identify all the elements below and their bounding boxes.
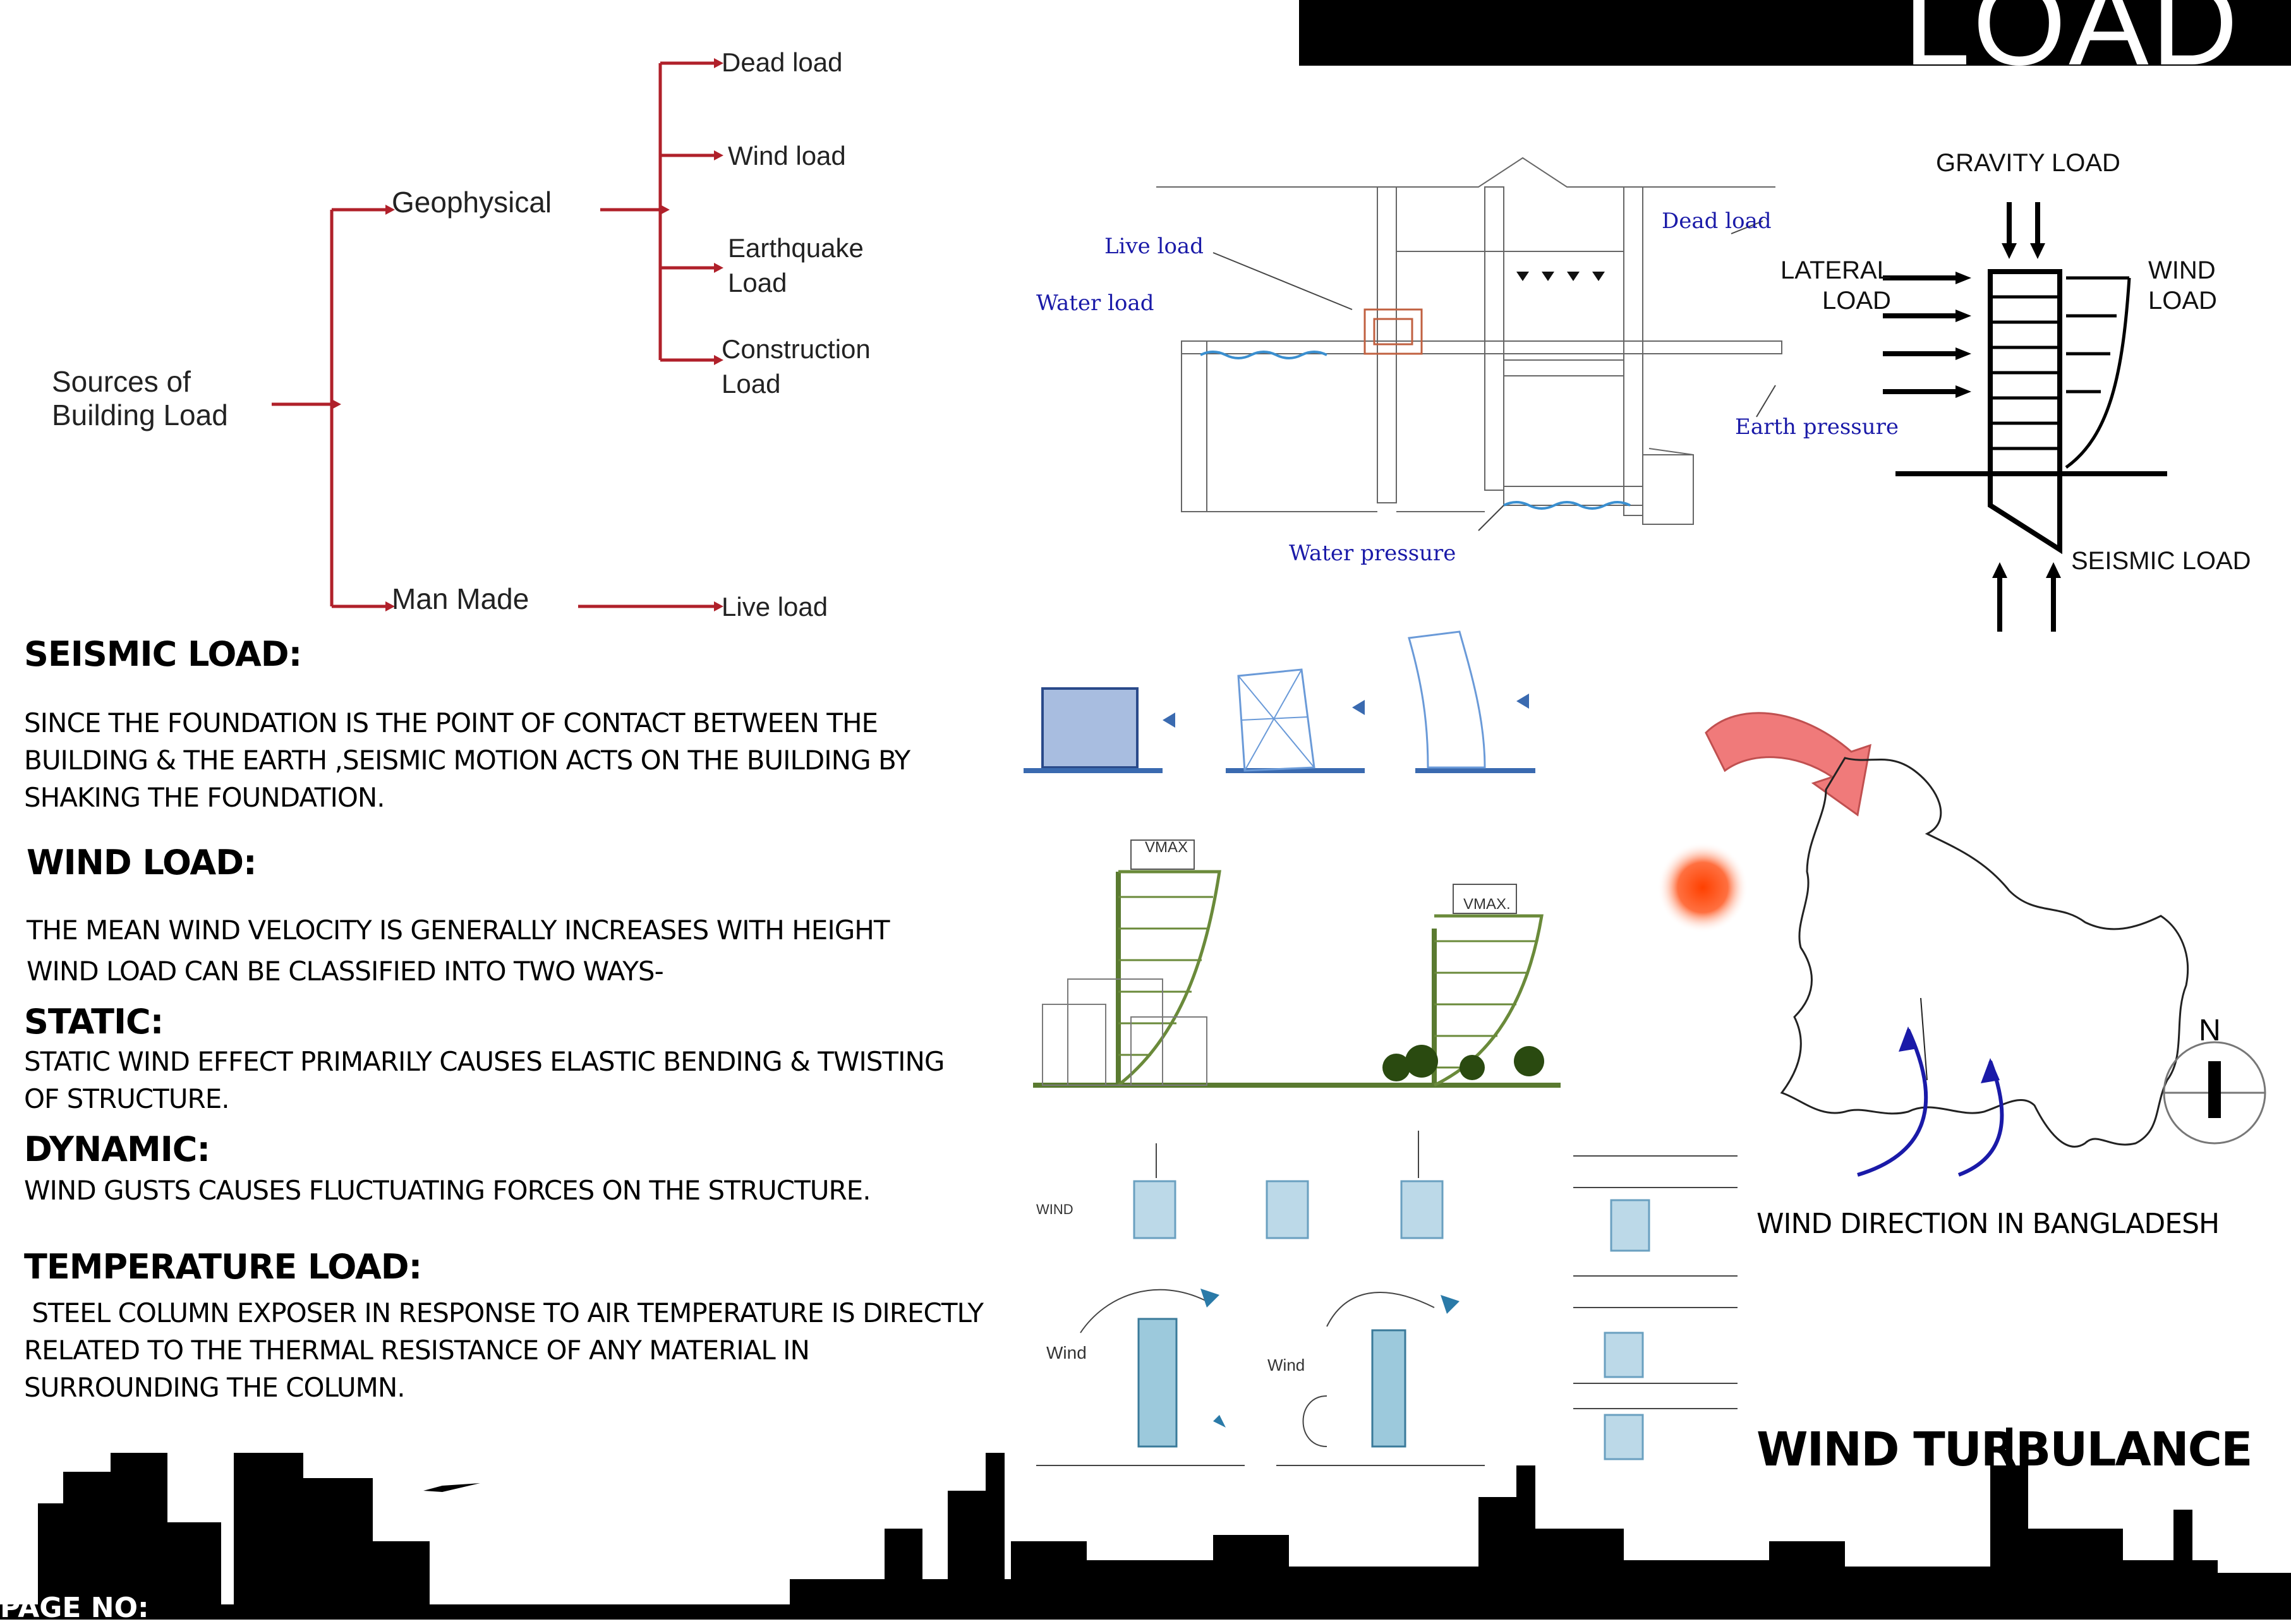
tree-leaf-live-load: Live load <box>722 592 828 622</box>
title-bar: LOAD <box>1299 0 2291 66</box>
compass-icon <box>2163 1041 2266 1145</box>
tree-branch-man-made: Man Made <box>392 582 529 615</box>
load-types-drawing <box>1883 202 2167 632</box>
building-section-drawing <box>1156 157 1782 531</box>
wind-heading: WIND LOAD: <box>27 843 257 882</box>
wind-text: THE MEAN WIND VELOCITY IS GENERALLY INCR… <box>27 915 890 987</box>
water-pressure-label: Water pressure <box>1289 541 1456 566</box>
map-caption: WIND DIRECTION IN BANGLADESH <box>1756 1208 2220 1240</box>
seismic-load-label: SEISMIC LOAD <box>2071 547 2251 575</box>
temperature-text: STEEL COLUMN EXPOSER IN RESPONSE TO AIR … <box>24 1297 991 1403</box>
bangladesh-map <box>1657 712 2266 1177</box>
water-load-label: Water load <box>1036 291 1154 316</box>
vmax-label-right: VMAX. <box>1463 896 1511 913</box>
wind-turbulence-sketches <box>1036 1131 1738 1466</box>
tree-leaf-dead-load: Dead load <box>722 47 843 77</box>
dead-load-label: Dead load <box>1662 208 1772 234</box>
static-heading: STATIC: <box>24 1002 164 1042</box>
lateral-load-label: LATERAL LOAD <box>1780 256 1891 315</box>
tree-leaf-construction-load: Construction Load <box>722 334 871 399</box>
live-load-label: Live load <box>1104 234 1204 259</box>
vmax-label-left: VMAX <box>1145 839 1188 856</box>
tree-connectors <box>272 58 723 611</box>
gravity-load-label: GRAVITY LOAD <box>1936 149 2120 177</box>
dynamic-heading: DYNAMIC: <box>24 1129 210 1169</box>
city-skyline <box>0 1428 2291 1620</box>
tree-leaf-wind-load: Wind load <box>728 141 846 171</box>
page-title: LOAD <box>1904 0 2240 66</box>
page-number-label: PAGE NO: <box>0 1592 149 1624</box>
compass-north-label: N <box>2199 1014 2221 1047</box>
sun-icon <box>1657 842 1748 933</box>
seismic-heading: SEISMIC LOAD: <box>24 634 302 674</box>
turbulence-wind-label-a: Wind <box>1046 1343 1087 1362</box>
wind-velocity-profile <box>1033 839 1561 1088</box>
turbulence-wind-label-b: Wind <box>1267 1356 1305 1374</box>
dynamic-text: WIND GUSTS CAUSES FLUCTUATING FORCES ON … <box>24 1175 871 1206</box>
wind-arrow-icon <box>1705 712 1871 817</box>
rigid-block <box>1041 687 1139 769</box>
static-text: STATIC WIND EFFECT PRIMARILY CAUSES ELAS… <box>24 1046 945 1114</box>
tree-leaf-earthquake-load: Earthquake Load <box>728 233 864 298</box>
temperature-heading: TEMPERATURE LOAD: <box>24 1247 422 1287</box>
seismic-text: SINCE THE FOUNDATION IS THE POINT OF CON… <box>24 707 910 813</box>
wind-load-label: WIND LOAD <box>2148 256 2217 315</box>
turbulence-wind-label-small: WIND <box>1036 1201 1073 1217</box>
tree-root-label: Sources of Building Load <box>52 365 228 431</box>
tree-branch-geophysical: Geophysical <box>392 186 552 219</box>
earth-pressure-label: Earth pressure <box>1735 414 1899 440</box>
seismic-deflection-sketches <box>1024 630 1535 773</box>
